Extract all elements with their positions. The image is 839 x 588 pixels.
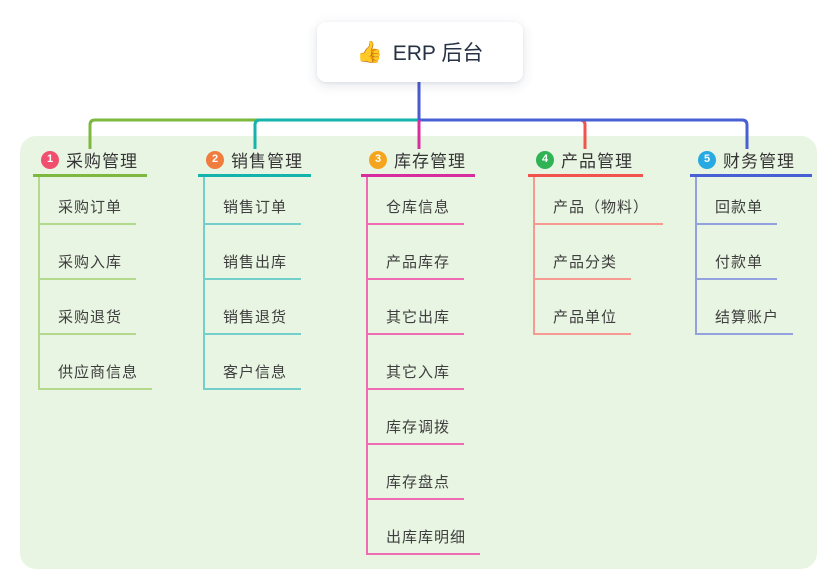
child-topic-label: 库存调拨: [368, 416, 465, 445]
branch-number-badge: 2: [206, 150, 224, 169]
child-topic-label: 销售订单: [205, 196, 302, 225]
child-topic[interactable]: 供应商信息: [40, 335, 153, 390]
child-topic[interactable]: 库存调拨: [368, 390, 480, 445]
branch-topic-label: 销售管理: [231, 152, 303, 171]
child-topic-label: 客户信息: [205, 361, 302, 390]
child-topic-label: 结算账户: [697, 306, 794, 335]
branch-topic[interactable]: 3 库存管理: [361, 145, 475, 177]
branches-panel: [20, 136, 817, 569]
branch-topic[interactable]: 5 财务管理: [690, 145, 812, 177]
child-topic-label: 其它入库: [368, 361, 465, 390]
branch-children: 产品（物料） 产品分类产品单位: [533, 177, 664, 335]
branch-number-badge: 5: [698, 150, 716, 169]
child-topic[interactable]: 回款单: [697, 177, 812, 225]
child-topic-label: 供应商信息: [40, 361, 153, 390]
branch-number-badge: 3: [369, 150, 387, 169]
child-topic-label: 出库库明细: [368, 526, 481, 555]
branch-3: 3 库存管理仓库信息产品库存其它出库其它入库库存调拨库存盘点出库库明细: [361, 145, 481, 555]
branch-4: 4 产品管理产品（物料） 产品分类产品单位: [528, 145, 664, 335]
child-topic-label: 付款单: [697, 251, 778, 280]
child-topic-label: 库存盘点: [368, 471, 465, 500]
branch-1: 1 采购管理采购订单采购入库采购退货供应商信息: [33, 145, 153, 390]
child-topic-label: 回款单: [697, 196, 778, 225]
branch-2: 2 销售管理销售订单销售出库销售退货客户信息: [198, 145, 311, 390]
child-topic[interactable]: 产品单位: [535, 280, 663, 335]
child-topic-label: 产品库存: [368, 251, 465, 280]
child-topic-label: 产品分类: [535, 251, 632, 280]
child-topic-label: 其它出库: [368, 306, 465, 335]
branch-topic-label: 产品管理: [561, 152, 633, 171]
child-topic[interactable]: 采购订单: [40, 177, 152, 225]
branch-children: 回款单付款单结算账户: [695, 177, 812, 335]
child-topic[interactable]: 库存盘点: [368, 445, 480, 500]
thumbs-up-icon: 👍: [356, 40, 383, 64]
child-topic-label: 产品（物料）: [535, 196, 664, 225]
branch-number-badge: 1: [41, 150, 59, 169]
child-topic[interactable]: 产品库存: [368, 225, 480, 280]
child-topic-label: 采购退货: [40, 306, 137, 335]
child-topic[interactable]: 结算账户: [697, 280, 812, 335]
branch-topic-label: 库存管理: [394, 152, 466, 171]
child-topic-label: 销售退货: [205, 306, 302, 335]
child-topic[interactable]: 客户信息: [205, 335, 311, 390]
child-topic[interactable]: 仓库信息: [368, 177, 480, 225]
child-topic-label: 仓库信息: [368, 196, 465, 225]
child-topic[interactable]: 销售退货: [205, 280, 311, 335]
branch-children: 仓库信息产品库存其它出库其它入库库存调拨库存盘点出库库明细: [366, 177, 481, 555]
branch-topic[interactable]: 2 销售管理: [198, 145, 311, 177]
root-topic-label: ERP 后台: [392, 42, 484, 65]
root-topic[interactable]: 👍 ERP 后台: [317, 22, 523, 82]
branch-topic-label: 采购管理: [66, 152, 138, 171]
child-topic[interactable]: 出库库明细: [368, 500, 481, 555]
child-topic[interactable]: 其它入库: [368, 335, 480, 390]
branch-number-badge: 4: [536, 150, 554, 169]
child-topic-label: 采购入库: [40, 251, 137, 280]
branch-topic[interactable]: 4 产品管理: [528, 145, 643, 177]
branch-topic[interactable]: 1 采购管理: [33, 145, 147, 177]
branch-children: 采购订单采购入库采购退货供应商信息: [38, 177, 153, 390]
child-topic-label: 产品单位: [535, 306, 632, 335]
branch-5: 5 财务管理回款单付款单结算账户: [690, 145, 812, 335]
child-topic[interactable]: 其它出库: [368, 280, 480, 335]
child-topic[interactable]: 采购入库: [40, 225, 152, 280]
child-topic[interactable]: 销售出库: [205, 225, 311, 280]
branch-children: 销售订单销售出库销售退货客户信息: [203, 177, 311, 390]
branch-topic-label: 财务管理: [723, 152, 795, 171]
child-topic-label: 采购订单: [40, 196, 137, 225]
child-topic-label: 销售出库: [205, 251, 302, 280]
child-topic[interactable]: 采购退货: [40, 280, 152, 335]
child-topic[interactable]: 销售订单: [205, 177, 311, 225]
child-topic[interactable]: 产品（物料）: [535, 177, 664, 225]
child-topic[interactable]: 产品分类: [535, 225, 663, 280]
child-topic[interactable]: 付款单: [697, 225, 812, 280]
